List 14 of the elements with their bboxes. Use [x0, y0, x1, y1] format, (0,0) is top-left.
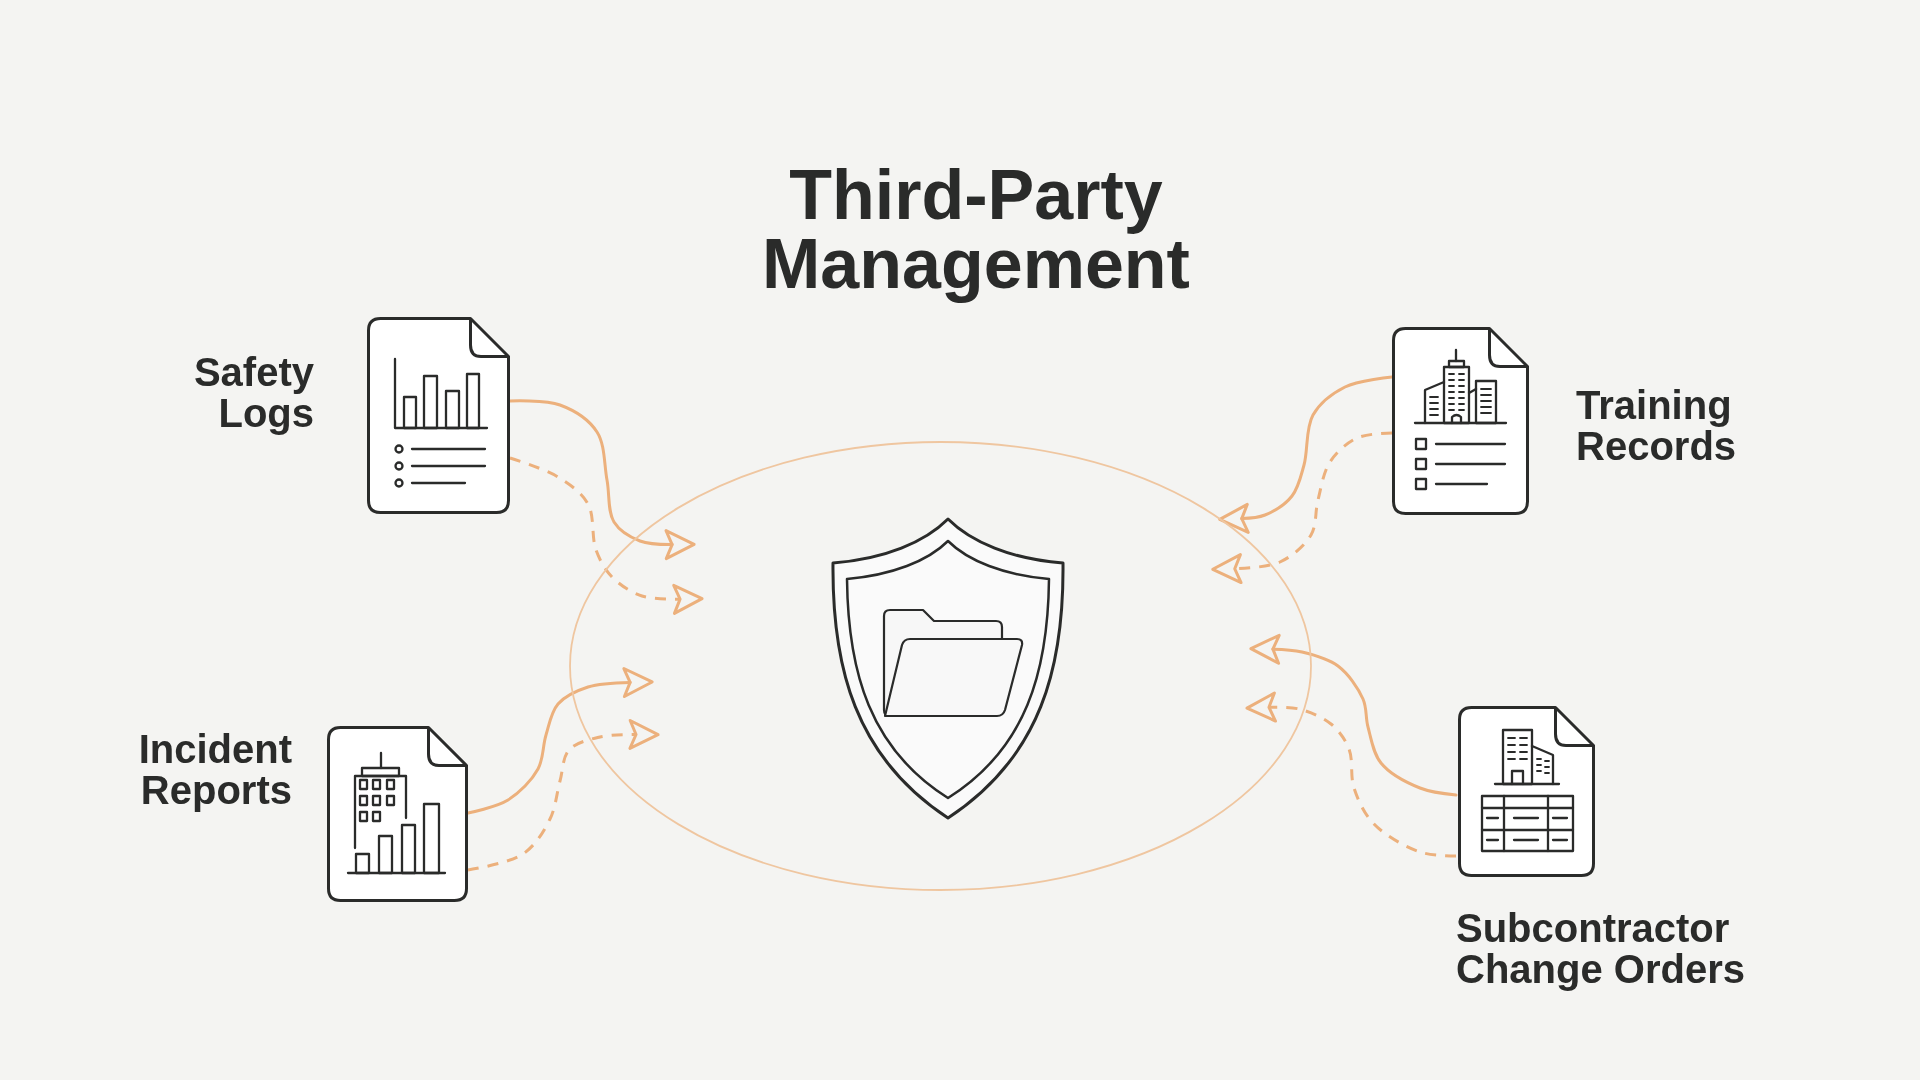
- shield-folder-icon: [830, 517, 1066, 821]
- document-label: Safety Logs: [192, 352, 314, 434]
- dashed-arrow: [467, 719, 660, 872]
- document-label: Subcontractor Change Orders: [1456, 908, 1746, 990]
- document-label: Incident Reports: [137, 729, 292, 811]
- dashed-arrow: [1211, 431, 1393, 585]
- arrow: [1218, 375, 1394, 534]
- dashed-arrow: [1245, 691, 1456, 858]
- arrow: [1249, 633, 1458, 797]
- document-label: Training Records: [1576, 385, 1738, 467]
- arrow: [466, 667, 654, 815]
- ellipse-outline: [569, 441, 1312, 891]
- arrow: [508, 399, 696, 561]
- dashed-arrow: [509, 456, 704, 615]
